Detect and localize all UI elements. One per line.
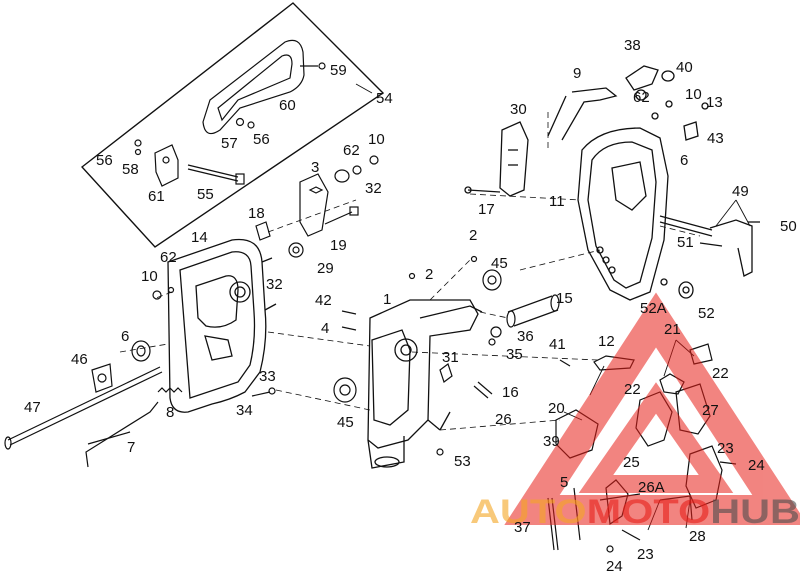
callout-label: 10 [368,131,385,148]
callout-label: 32 [365,180,382,197]
callout-label: 62 [160,249,177,266]
callout-label: 55 [197,186,214,203]
callout-label: 17 [478,201,495,218]
alignment-lines [119,112,701,431]
bracket-14 [167,238,277,413]
callout-label: 49 [732,183,749,200]
callout-labels: 38 40 9 62 10 13 43 30 6 49 11 50 17 51 … [24,37,797,573]
callout-label: 18 [248,205,265,222]
callout-label: 58 [122,161,139,178]
callout-label: 53 [454,453,471,470]
callout-label: 35 [506,346,523,363]
callout-label: 52A [640,300,667,317]
tube-15 [341,255,571,456]
callout-label: 45 [491,255,508,272]
callout-label: 41 [549,336,566,353]
clamp-bracket-11 [464,65,760,301]
callout-label: 45 [337,414,354,431]
callout-label: 3 [311,159,319,176]
inset-parts [134,39,326,187]
callout-label: 22 [712,365,729,382]
callout-label: 42 [315,292,332,309]
callout-label: 61 [148,188,165,205]
callout-label: 25 [623,454,640,471]
callout-label: 51 [677,234,694,251]
callout-label: 9 [573,65,581,82]
callout-label: 13 [706,94,723,111]
callout-label: 8 [166,404,174,421]
inset-box [80,2,385,248]
callout-label: 14 [191,229,208,246]
callout-label: 16 [502,384,519,401]
callout-label: 6 [680,152,688,169]
callout-label: 62 [633,89,650,106]
callout-label: 24 [748,457,765,474]
callout-label: 6 [121,328,129,345]
callout-label: 56 [253,131,270,148]
callout-label: 30 [510,101,527,118]
watermark-triangle-icon [504,292,800,525]
callout-label: 33 [259,368,276,385]
callout-label: 34 [236,402,253,419]
callout-label: 22 [624,381,641,398]
callout-label: 60 [279,97,296,114]
callout-label: 1 [383,291,391,308]
callout-label: 15 [556,290,573,307]
callout-label: 37 [514,519,531,536]
callout-label: 10 [685,86,702,103]
left-small-parts [4,155,379,468]
callout-label: 52 [698,305,715,322]
callout-label: 20 [548,400,565,417]
callout-label: 23 [717,440,734,457]
callout-label: 19 [330,237,347,254]
callout-label: 7 [127,439,135,456]
callout-label: 47 [24,399,41,416]
callout-label: 10 [141,268,158,285]
callout-label: 28 [689,528,706,545]
callout-label: 43 [707,130,724,147]
callout-label: 29 [317,260,334,277]
callout-label: 32 [266,276,283,293]
callout-label: 26A [638,479,665,496]
callout-label: 2 [469,227,477,244]
callout-label: 57 [221,135,238,152]
callout-label: 46 [71,351,88,368]
callout-label: 24 [606,558,623,573]
callout-label: 50 [780,218,797,235]
callout-label: 36 [517,328,534,345]
callout-label: 59 [330,62,347,79]
callout-label: 2 [425,266,433,283]
callout-label: 38 [624,37,641,54]
callout-label: 4 [321,320,329,337]
callout-label: 11 [549,193,565,210]
callout-label: 56 [96,152,113,169]
callout-label: 5 [560,474,568,491]
callout-label: 26 [495,411,512,428]
washer-45 [333,269,502,403]
callout-label: 21 [664,321,681,338]
callout-label: 31 [442,349,459,366]
callout-label: 54 [376,90,393,107]
callout-label: 12 [598,333,615,350]
callout-label: 39 [543,433,560,450]
callout-label: 62 [343,142,360,159]
callout-label: 27 [702,402,719,419]
callout-label: 40 [676,59,693,76]
callout-label: 23 [637,546,654,563]
swivel-bracket-1 [367,299,483,469]
